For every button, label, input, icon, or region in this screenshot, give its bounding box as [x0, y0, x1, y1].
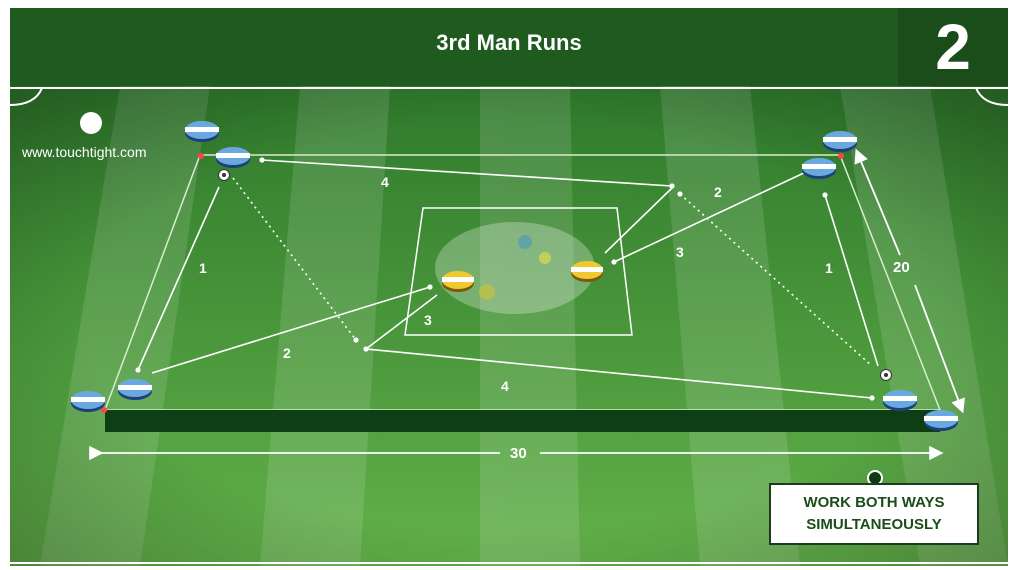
grid-front-edge [105, 410, 940, 432]
callout-line-1: WORK BOTH WAYS [803, 492, 944, 514]
player-blue [185, 121, 219, 142]
diagram-number: 2 [898, 8, 1008, 86]
player-blue [216, 147, 250, 168]
page-title: 3rd Man Runs [10, 30, 1008, 56]
player-blue [71, 391, 105, 412]
pass-label: 1 [825, 260, 833, 276]
cone [838, 153, 844, 159]
pass-label: 4 [381, 174, 389, 190]
watermark-text: www.touchtight.com [22, 144, 147, 160]
width-label: 30 [510, 445, 527, 462]
pass-label: 3 [676, 244, 684, 260]
player-yellow [571, 261, 603, 282]
player-yellow [442, 271, 474, 292]
player-blue [118, 379, 152, 400]
player-blue [924, 410, 958, 431]
cone [198, 153, 204, 159]
pass-label: 2 [714, 184, 722, 200]
brand-logo-icon [80, 112, 102, 134]
callout-line-2: SIMULTANEOUSLY [806, 514, 942, 536]
player-blue [883, 390, 917, 411]
pass-label: 4 [501, 378, 509, 394]
ball [881, 370, 892, 381]
player-blue [823, 131, 857, 152]
callout-box: WORK BOTH WAYS SIMULTANEOUSLY [769, 483, 979, 545]
pass-label: 2 [283, 345, 291, 361]
ball [219, 170, 230, 181]
depth-label: 20 [893, 259, 910, 276]
player-blue [802, 158, 836, 179]
pass-label: 3 [424, 312, 432, 328]
pass-label: 1 [199, 260, 207, 276]
